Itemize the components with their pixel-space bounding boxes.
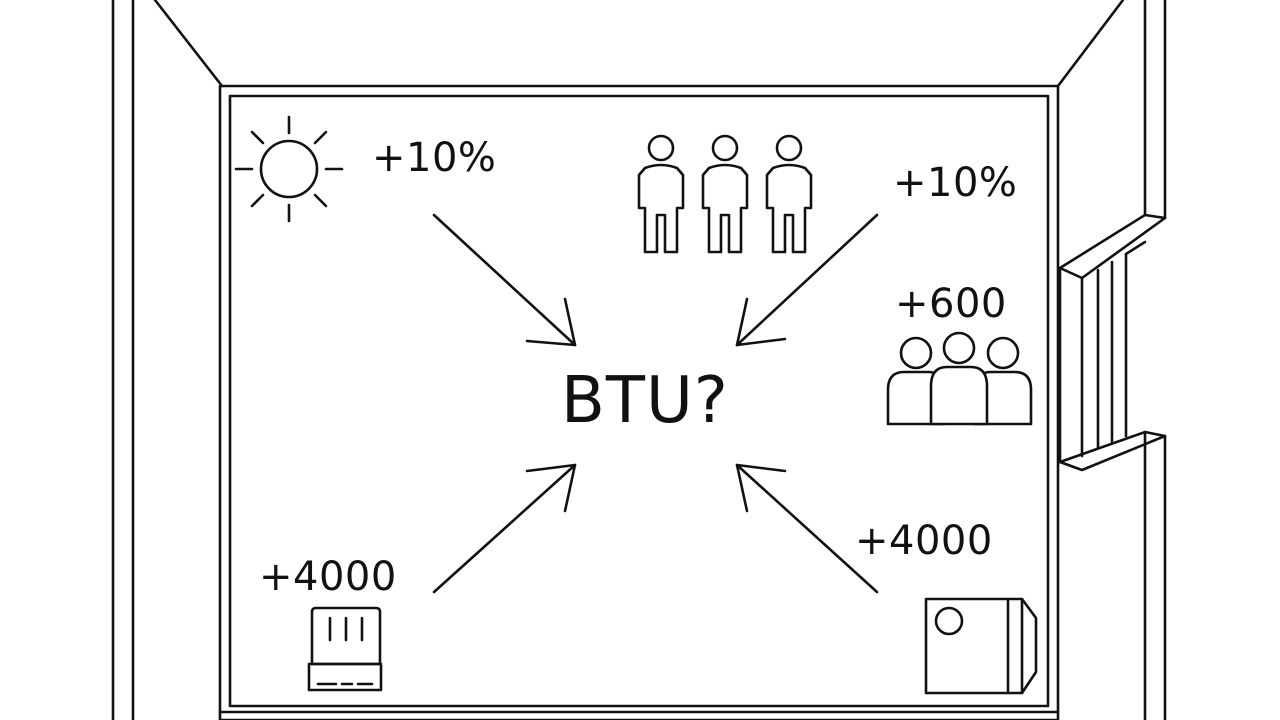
heater-icon xyxy=(307,606,383,692)
occupants-factor-label: +10% xyxy=(893,160,1018,206)
arrow-appliance xyxy=(735,463,879,594)
appliance-icon xyxy=(924,597,1038,695)
group-factor-label: +600 xyxy=(895,281,1007,327)
sun-icon xyxy=(234,115,344,223)
btu-question-label: BTU? xyxy=(561,364,729,438)
appliance-factor-label: +4000 xyxy=(855,518,993,564)
arrow-sunlight xyxy=(432,213,577,347)
arrow-heater xyxy=(432,463,577,594)
sunlight-factor-label: +10% xyxy=(372,135,497,181)
group-of-people-icon xyxy=(886,331,1033,426)
heater-factor-label: +4000 xyxy=(259,554,397,600)
three-people-icon xyxy=(637,134,813,254)
room-walls xyxy=(111,0,1167,720)
arrow-occupants xyxy=(735,213,879,347)
